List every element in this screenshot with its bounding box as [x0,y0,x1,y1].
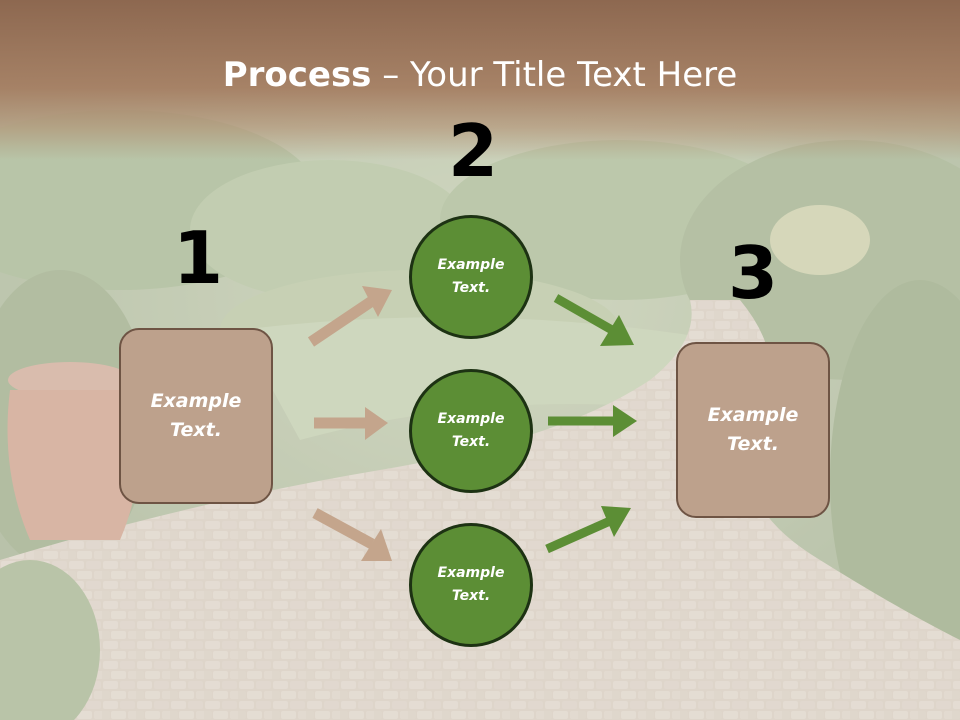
circle-middle[interactable]: Example Text. [409,369,533,493]
title-bold-part: Process [222,55,372,95]
right-box-line2: Text. [727,433,779,455]
title-band [0,0,960,160]
right-text-box[interactable]: Example Text. [676,342,830,518]
left-text-box[interactable]: Example Text. [119,328,273,504]
circle-bottom[interactable]: Example Text. [409,523,533,647]
step-number-1: 1 [172,216,224,300]
circle-middle-line2: Text. [451,434,491,450]
left-box-line2: Text. [170,419,222,441]
circle-bottom-line1: Example [437,565,505,581]
right-box-line1: Example [707,404,799,426]
circle-top[interactable]: Example Text. [409,215,533,339]
circle-bottom-line2: Text. [451,588,491,604]
slide-title: Process – Your Title Text Here [0,52,960,98]
step-number-3: 3 [727,231,779,315]
circle-top-line2: Text. [451,280,491,296]
circle-top-line1: Example [437,257,505,273]
left-box-line1: Example [150,390,242,412]
title-rest-part: – Your Title Text Here [371,55,738,95]
step-number-2: 2 [447,109,499,193]
circle-middle-line1: Example [437,411,505,427]
